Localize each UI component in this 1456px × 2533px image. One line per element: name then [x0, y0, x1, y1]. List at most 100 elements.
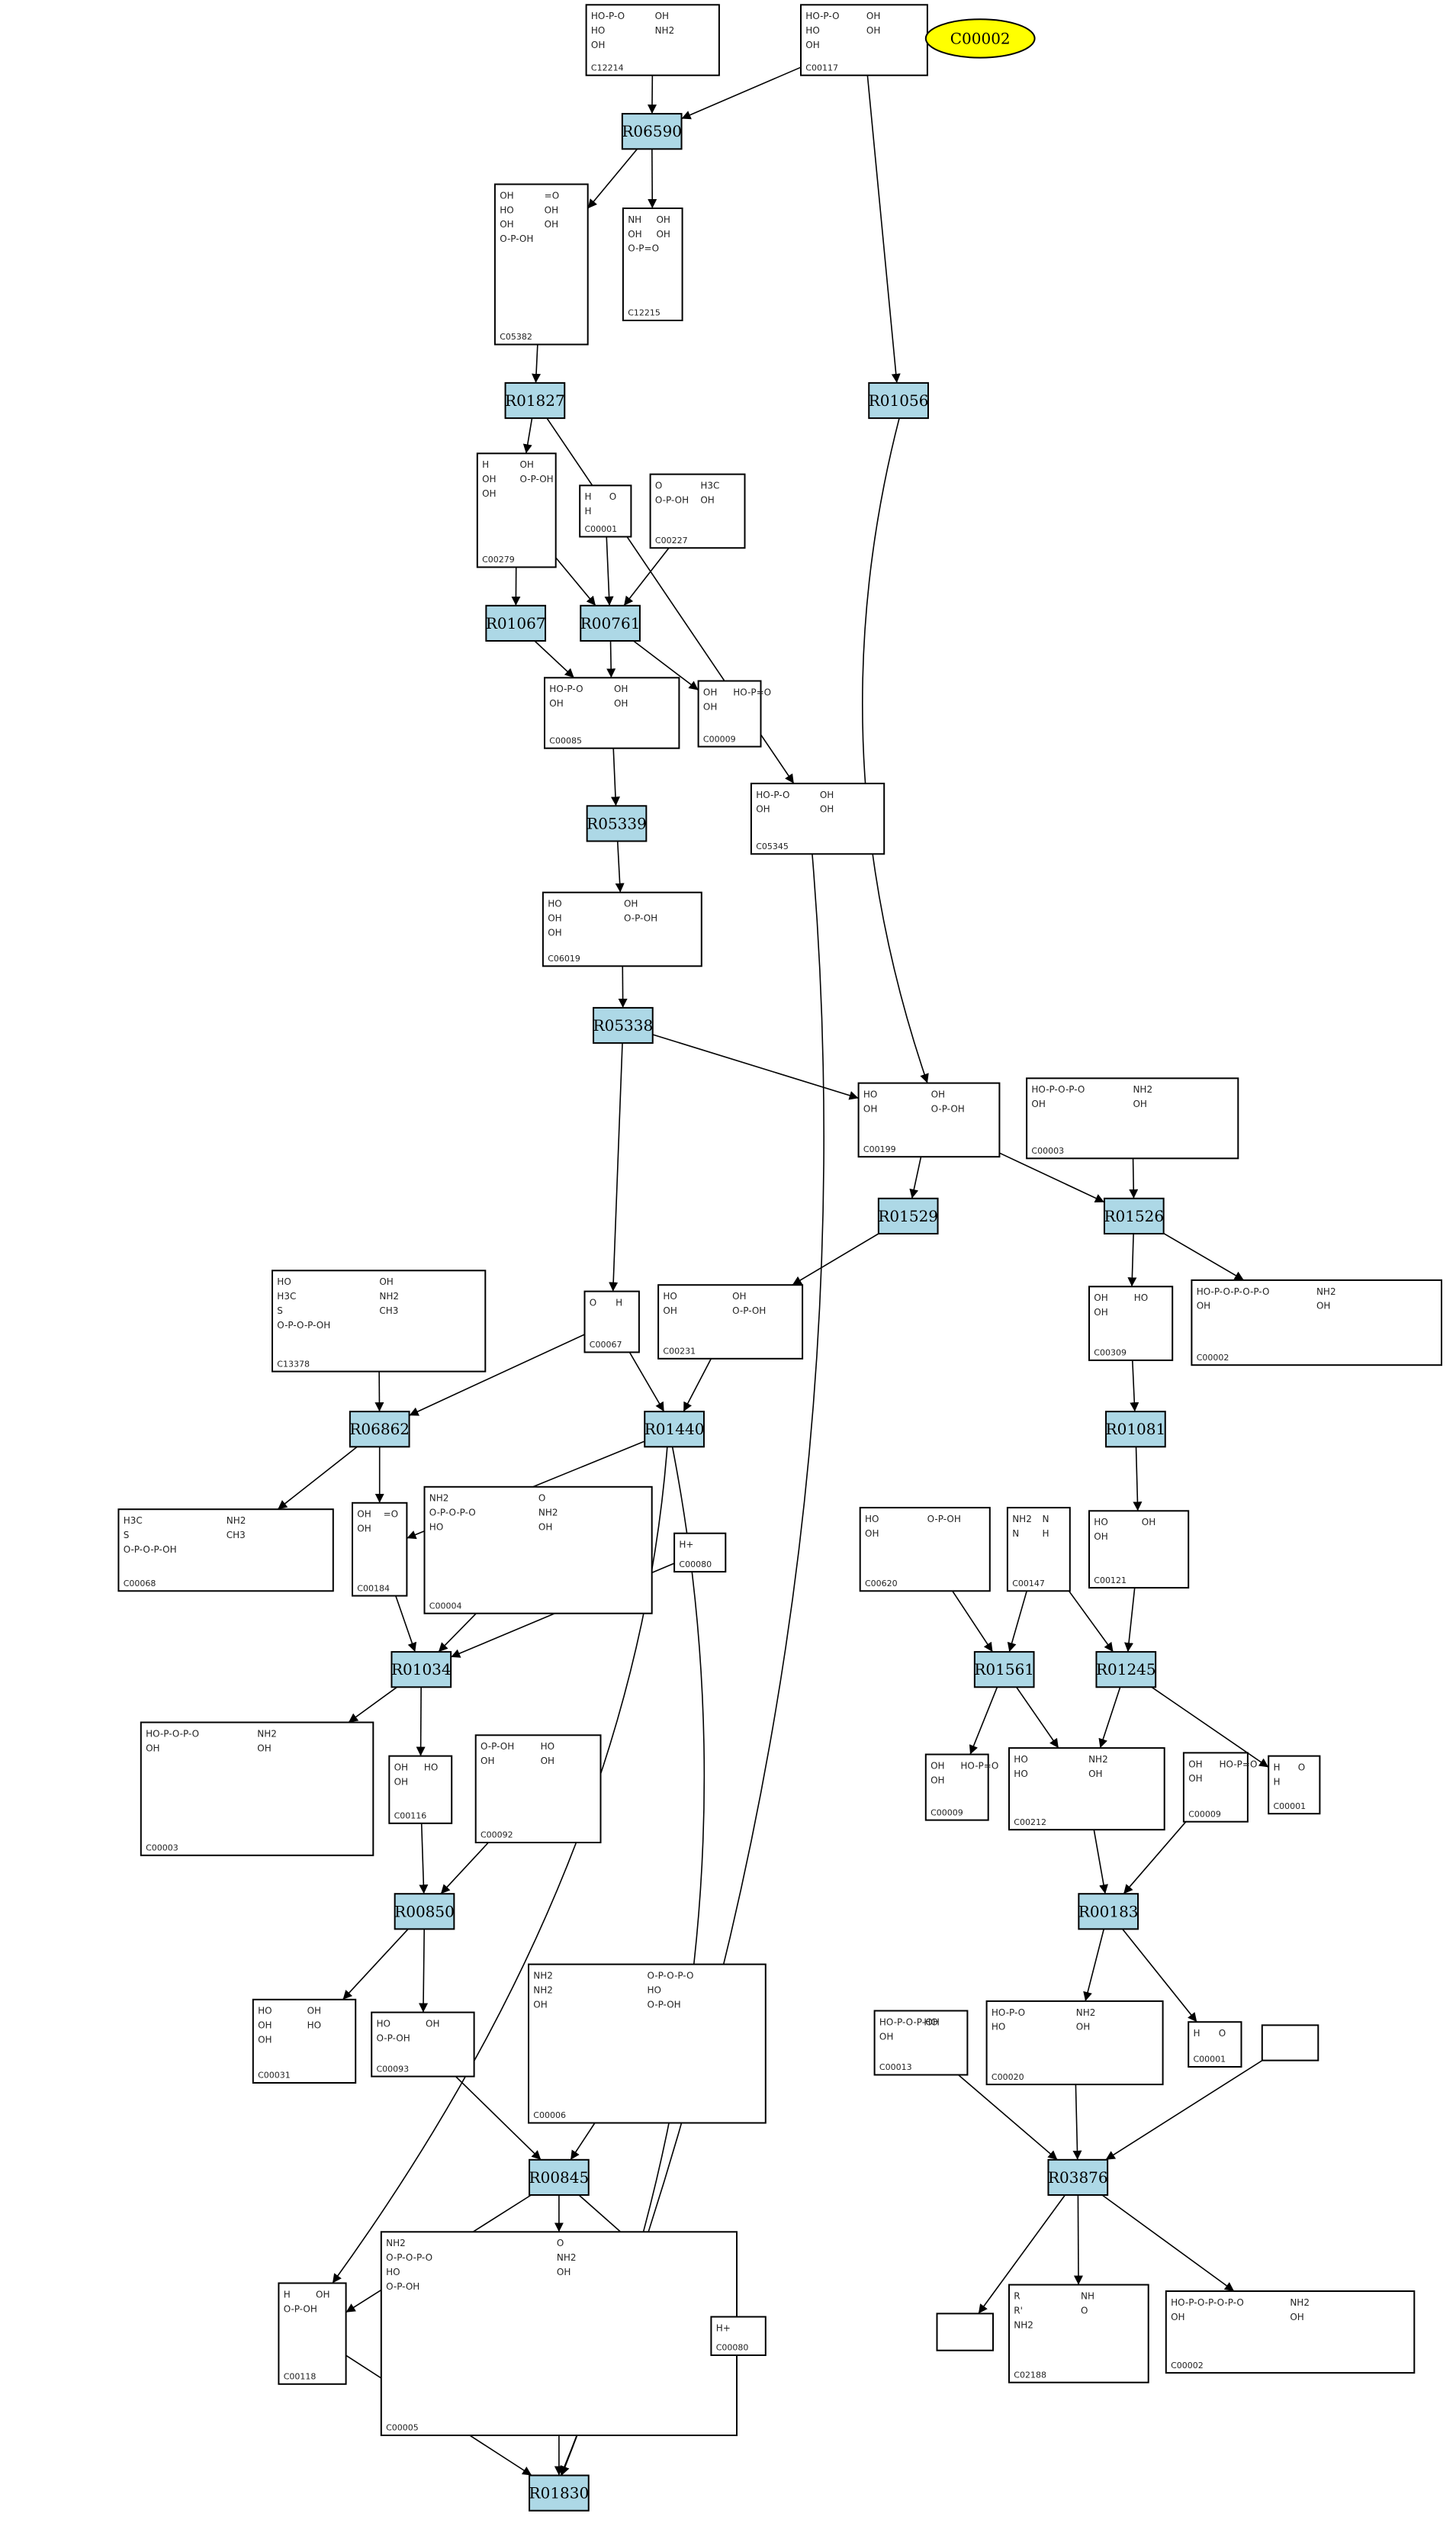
compound-box[interactable]: [493, 183, 589, 346]
compound-box[interactable]: [585, 4, 720, 76]
compound-box[interactable]: [579, 484, 632, 538]
reaction-r00845[interactable]: R00845: [529, 2158, 590, 2197]
reaction-box[interactable]: [868, 381, 929, 420]
reaction-r01056[interactable]: R01056: [868, 381, 929, 420]
reaction-box[interactable]: [580, 604, 641, 642]
compound-box[interactable]: [985, 2000, 1164, 2086]
compound-box[interactable]: [697, 680, 762, 748]
compound-box[interactable]: [857, 1082, 1001, 1158]
reaction-box[interactable]: [394, 1893, 455, 1930]
reaction-r01526[interactable]: R01526: [1103, 1197, 1165, 1235]
reaction-r01034[interactable]: R01034: [391, 1651, 452, 1688]
reaction-r01440[interactable]: R01440: [644, 1411, 705, 1448]
compound-box[interactable]: [1008, 2284, 1149, 2383]
compound-box[interactable]: [528, 1963, 767, 2124]
reaction-box[interactable]: [504, 381, 566, 420]
compound-box[interactable]: [544, 677, 680, 749]
reaction-box[interactable]: [586, 805, 648, 842]
reaction-r01830[interactable]: R01830: [529, 2474, 590, 2512]
reaction-r06590[interactable]: R06590: [621, 113, 683, 150]
reaction-box[interactable]: [485, 604, 547, 642]
compound-box[interactable]: [1188, 2021, 1242, 2068]
reaction-box[interactable]: [973, 1651, 1035, 1688]
reaction-box[interactable]: [529, 2158, 590, 2197]
compound-c00080[interactable]: H+C00080: [673, 1532, 727, 1573]
reaction-r00761[interactable]: R00761: [580, 604, 641, 642]
compound-box[interactable]: [710, 2316, 767, 2357]
compound-box[interactable]: [800, 4, 928, 76]
compound-box[interactable]: [924, 1753, 989, 1821]
reaction-r01827[interactable]: R01827: [504, 381, 566, 420]
reaction-r05339[interactable]: R05339: [586, 805, 648, 842]
reaction-box[interactable]: [1095, 1651, 1157, 1688]
compound-box[interactable]: [622, 208, 683, 321]
compound-box[interactable]: [352, 1501, 408, 1597]
highlight-compound-c00002[interactable]: C00002: [924, 18, 1036, 59]
compound-box[interactable]: [272, 1270, 487, 1373]
highlight-ellipse[interactable]: [924, 18, 1036, 59]
compound-box[interactable]: [1088, 1510, 1190, 1589]
compound-box[interactable]: [423, 1485, 653, 1614]
reaction-box[interactable]: [1103, 1197, 1165, 1235]
reaction-r03876[interactable]: R03876: [1047, 2158, 1109, 2197]
reaction-r00850[interactable]: R00850: [394, 1893, 455, 1930]
compound-box[interactable]: [371, 2011, 475, 2078]
compound-box[interactable]: [476, 452, 557, 568]
compound-box[interactable]: [873, 2010, 969, 2076]
unlabeled-compound-box[interactable]: [936, 2313, 994, 2351]
compound-box[interactable]: [583, 1290, 640, 1353]
unlabeled-compound-box[interactable]: [1261, 2024, 1319, 2061]
compound-box[interactable]: [1026, 1077, 1239, 1160]
reaction-r00183[interactable]: R00183: [1078, 1893, 1139, 1930]
compound-box[interactable]: [1008, 1747, 1165, 1831]
reaction-r01245[interactable]: R01245: [1095, 1651, 1157, 1688]
reaction-r05338[interactable]: R05338: [593, 1006, 654, 1044]
compound-box[interactable]: [278, 2282, 347, 2385]
compound-box[interactable]: [380, 2231, 738, 2437]
reaction-box[interactable]: [1047, 2158, 1109, 2197]
compound-box[interactable]: [1182, 1752, 1249, 1823]
compound-box[interactable]: [1088, 1286, 1174, 1361]
compound-box[interactable]: [673, 1532, 727, 1573]
compound-box[interactable]: [542, 891, 702, 967]
compound-box[interactable]: [1268, 1755, 1321, 1815]
compound-box[interactable]: [1165, 2290, 1416, 2374]
compound-box[interactable]: [1006, 1507, 1071, 1592]
reaction-box[interactable]: [877, 1197, 939, 1235]
reaction-box[interactable]: [529, 2474, 590, 2512]
reaction-r06862[interactable]: R06862: [349, 1411, 410, 1448]
reaction-r01561[interactable]: R01561: [973, 1651, 1035, 1688]
reaction-box[interactable]: [1105, 1411, 1166, 1448]
